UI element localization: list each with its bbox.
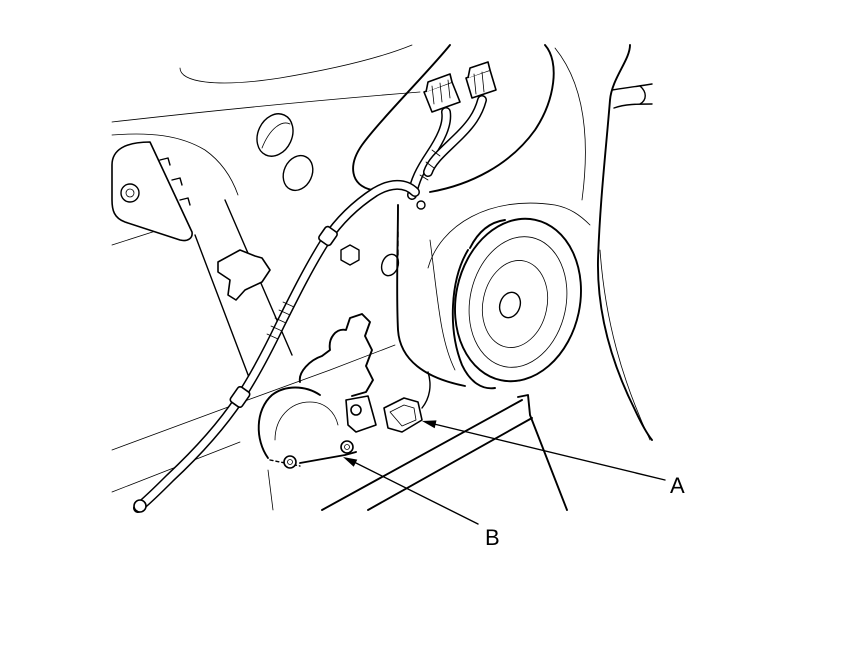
inner-panel-recess [352, 44, 555, 387]
harness-branches [407, 95, 487, 200]
door-panel-outline [111, 44, 651, 511]
door-bottom-edge [321, 394, 568, 511]
bolt-icon [283, 455, 297, 469]
wire-harness [133, 179, 420, 513]
panel-holes [256, 113, 426, 277]
callout-label-b: B [485, 525, 500, 550]
harness-clip-upper [318, 225, 338, 247]
harness-connector-upper-2 [465, 61, 497, 99]
regulator-rail [194, 199, 293, 381]
motor-mounting-bolts [283, 440, 354, 469]
tab-bolt-icon [350, 404, 362, 416]
harness-connector-upper-1 [423, 73, 461, 113]
regulator-bracket [111, 141, 193, 242]
arrowhead-icon [422, 420, 437, 429]
arrowhead-icon [343, 457, 358, 467]
bolt-icon [340, 440, 354, 454]
callout-b: B [343, 457, 500, 550]
window-motor [257, 313, 377, 467]
motor-connector [383, 371, 431, 433]
callout-label-a: A [670, 473, 685, 498]
harness-clip-lower [229, 385, 251, 409]
hex-nut-icon [340, 244, 360, 266]
door-right-edge [597, 44, 653, 441]
callout-a: A [422, 420, 685, 498]
speaker [451, 217, 582, 390]
